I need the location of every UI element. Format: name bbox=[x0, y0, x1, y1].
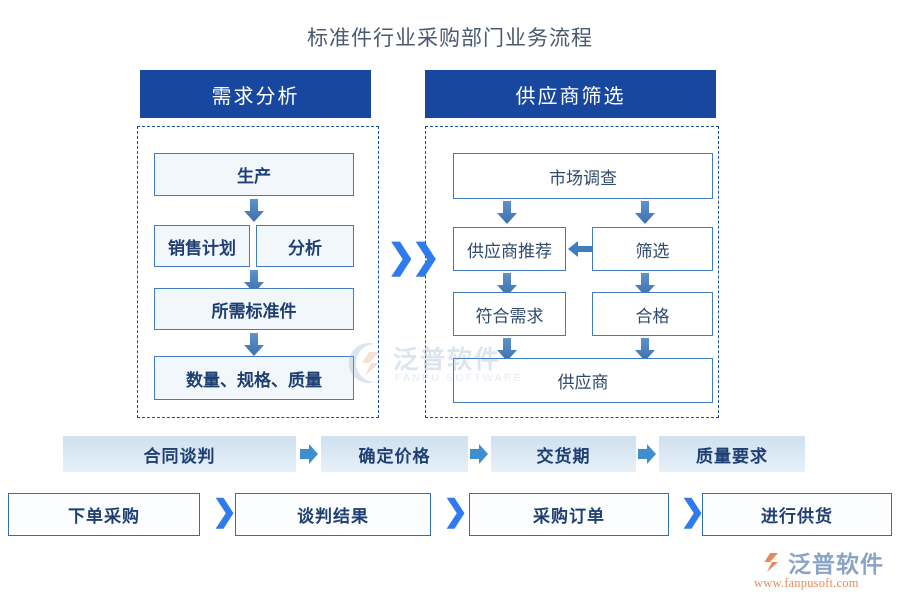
node-qualified[interactable]: 合格 bbox=[592, 292, 713, 336]
band-item-quality-requirement[interactable]: 质量要求 bbox=[659, 436, 805, 472]
arrow-down-icon bbox=[635, 338, 655, 361]
band-item-supply-goods[interactable]: 进行供货 bbox=[702, 493, 892, 536]
band-item-contract-negotiation[interactable]: 合同谈判 bbox=[63, 436, 296, 472]
node-screening[interactable]: 筛选 bbox=[592, 227, 713, 271]
node-sales-plan[interactable]: 销售计划 bbox=[154, 225, 250, 267]
arrow-down-icon bbox=[497, 338, 517, 361]
arrow-right-icon bbox=[300, 444, 318, 464]
node-supplier-recommend[interactable]: 供应商推荐 bbox=[453, 227, 566, 271]
arrow-down-icon bbox=[635, 201, 655, 224]
node-supplier[interactable]: 供应商 bbox=[453, 358, 713, 403]
panel-demand-analysis bbox=[137, 126, 379, 418]
arrow-down-icon bbox=[244, 270, 264, 293]
node-required-standard-parts[interactable]: 所需标准件 bbox=[154, 288, 354, 330]
band-item-delivery-period[interactable]: 交货期 bbox=[491, 436, 636, 472]
node-production[interactable]: 生产 bbox=[154, 153, 354, 196]
band-item-purchase-order[interactable]: 采购订单 bbox=[469, 493, 669, 536]
arrow-right-icon bbox=[638, 444, 656, 464]
chevron-right-icon: ❯ bbox=[212, 495, 238, 528]
panel-supplier-screening bbox=[425, 126, 719, 418]
chevron-right-icon: ❯ bbox=[443, 495, 469, 528]
arrow-down-icon bbox=[244, 333, 264, 356]
node-qty-spec-quality[interactable]: 数量、规格、质量 bbox=[154, 356, 354, 400]
column-header-supplier-screening: 供应商筛选 bbox=[425, 70, 716, 118]
brand-logo: 泛普软件 www.fanpusoft.com bbox=[752, 545, 897, 597]
node-meets-requirements[interactable]: 符合需求 bbox=[453, 292, 566, 336]
band-item-place-order[interactable]: 下单采购 bbox=[8, 493, 200, 536]
node-market-research[interactable]: 市场调查 bbox=[453, 153, 713, 199]
arrow-down-icon bbox=[635, 273, 655, 296]
arrow-down-icon bbox=[244, 199, 264, 222]
chevron-double-right-icon: ❯❯ bbox=[387, 238, 440, 276]
fanpu-logo-icon bbox=[759, 547, 778, 577]
arrow-down-icon bbox=[497, 201, 517, 224]
brand-name: 泛普软件 bbox=[788, 551, 884, 577]
node-analysis[interactable]: 分析 bbox=[256, 225, 354, 267]
band-item-confirm-price[interactable]: 确定价格 bbox=[321, 436, 468, 472]
page-title: 标准件行业采购部门业务流程 bbox=[307, 26, 593, 50]
arrow-right-icon bbox=[470, 444, 488, 464]
arrow-down-icon bbox=[497, 273, 517, 296]
chevron-right-icon: ❯ bbox=[680, 495, 706, 528]
column-header-demand-analysis: 需求分析 bbox=[140, 70, 371, 118]
band-item-negotiation-result[interactable]: 谈判结果 bbox=[235, 493, 431, 536]
brand-url: www.fanpusoft.com bbox=[754, 576, 859, 590]
